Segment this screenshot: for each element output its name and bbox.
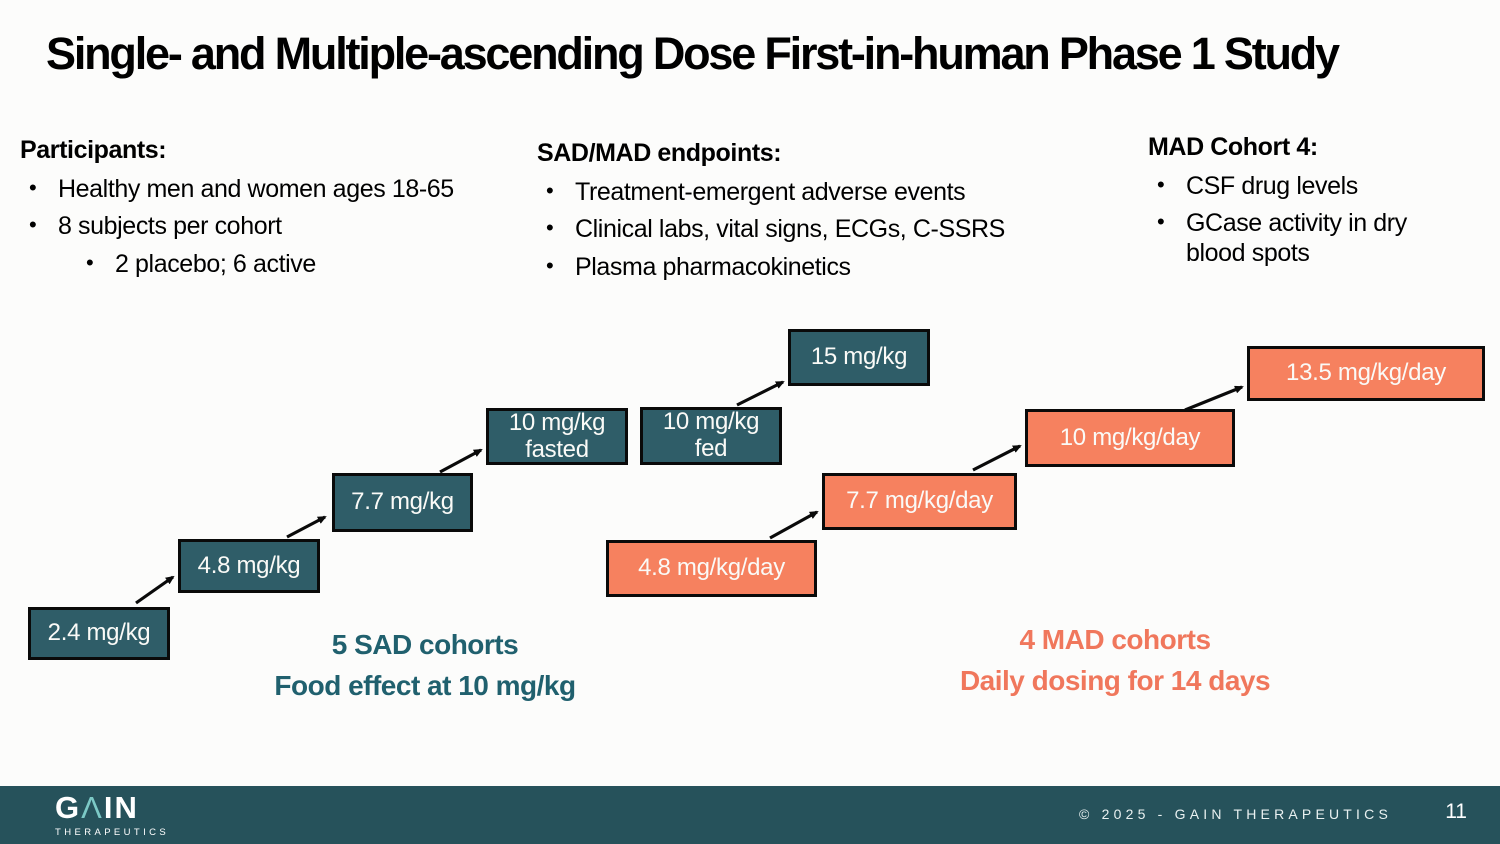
sad-caption-line2: Food effect at 10 mg/kg: [274, 670, 576, 701]
logo-letter-g: G: [55, 790, 82, 825]
sad-dose-box-4-8: 4.8 mg/kg: [178, 539, 320, 593]
sad-dose-box-7-7: 7.7 mg/kg: [332, 473, 473, 532]
escalation-arrow: [972, 444, 1022, 472]
page-number: 11: [1445, 800, 1467, 823]
copyright-text: © 2025 - GAIN THERAPEUTICS: [1079, 806, 1392, 822]
bullet-icon: •: [546, 215, 554, 240]
bullet-text: 2 placebo; 6 active: [115, 249, 316, 278]
bullet-icon: •: [29, 212, 37, 237]
dose-label: 7.7 mg/kg: [351, 488, 454, 516]
bullet-icon: •: [1157, 209, 1165, 234]
mad-cohort4-section: MAD Cohort 4: • CSF drug levels • GCase …: [1148, 133, 1453, 268]
list-item: • Plasma pharmacokinetics: [537, 253, 1082, 283]
list-item: • Treatment-emergent adverse events: [537, 178, 1082, 208]
bullet-text: Clinical labs, vital signs, ECGs, C-SSRS: [575, 215, 1005, 243]
gain-logo-word: GΛIN: [55, 792, 169, 823]
escalation-arrow: [1184, 385, 1244, 412]
dose-label: 10 mg/kg: [662, 408, 760, 436]
list-item: • GCase activity in dry blood spots: [1148, 209, 1453, 268]
dose-label: 4.8 mg/kg/day: [638, 554, 785, 582]
escalation-arrow: [286, 515, 327, 539]
sad-caption-line1: 5 SAD cohorts: [331, 629, 519, 660]
escalation-arrow: [439, 448, 483, 474]
bullet-icon: •: [546, 252, 554, 278]
list-item: • Healthy men and women ages 18-65: [20, 175, 525, 205]
dose-label-line2: fed: [694, 435, 728, 462]
logo-letters-in: IN: [103, 790, 139, 825]
participants-heading: Participants:: [20, 136, 167, 164]
slide-title: Single- and Multiple-ascending Dose Firs…: [46, 28, 1340, 79]
mad-caption-line2: Daily dosing for 14 days: [959, 665, 1271, 696]
list-item: • 8 subjects per cohort: [20, 212, 525, 242]
endpoints-heading: SAD/MAD endpoints:: [537, 139, 782, 167]
bullet-icon: •: [86, 249, 94, 275]
dose-label-line2: fasted: [525, 435, 589, 463]
mad-dose-box-13-5: 13.5 mg/kg/day: [1247, 346, 1485, 401]
participants-section: Participants: • Healthy men and women ag…: [20, 136, 525, 279]
mad-dose-box-4-8: 4.8 mg/kg/day: [606, 540, 817, 597]
gain-logo-subtitle: THERAPEUTICS: [55, 827, 170, 838]
dose-label: 2.4 mg/kg: [47, 619, 151, 647]
mad-cohort4-heading: MAD Cohort 4:: [1148, 133, 1318, 161]
escalation-arrow: [769, 510, 819, 540]
bullet-text: Plasma pharmacokinetics: [575, 252, 851, 281]
bullet-icon: •: [29, 174, 37, 200]
endpoints-section: SAD/MAD endpoints: • Treatment-emergent …: [537, 139, 1082, 282]
dose-label: 10 mg/kg/day: [1059, 423, 1201, 451]
bullet-text: 8 subjects per cohort: [58, 212, 282, 240]
bullet-text: Treatment-emergent adverse events: [575, 177, 966, 206]
sub-list-item: • 2 placebo; 6 active: [77, 250, 525, 280]
escalation-arrow: [736, 380, 785, 407]
sad-dose-box-15: 15 mg/kg: [788, 329, 930, 386]
mad-caption: 4 MAD cohorts Daily dosing for 14 days: [865, 619, 1365, 701]
dose-label: 7.7 mg/kg/day: [846, 487, 993, 515]
bullet-text: GCase activity in dry blood spots: [1186, 209, 1407, 267]
footer-bar: GΛIN THERAPEUTICS © 2025 - GAIN THERAPEU…: [0, 786, 1500, 844]
list-item: • Clinical labs, vital signs, ECGs, C-SS…: [537, 215, 1082, 245]
gain-logo: GΛIN THERAPEUTICS: [55, 792, 169, 838]
bullet-text: CSF drug levels: [1186, 171, 1358, 200]
mad-caption-line1: 4 MAD cohorts: [1019, 624, 1211, 655]
mad-dose-box-7-7: 7.7 mg/kg/day: [822, 473, 1017, 530]
sad-caption: 5 SAD cohorts Food effect at 10 mg/kg: [180, 624, 670, 706]
dose-label: 4.8 mg/kg: [197, 551, 301, 579]
bullet-text: Healthy men and women ages 18-65: [58, 174, 454, 203]
dose-label: 10 mg/kg: [508, 408, 606, 436]
escalation-arrow: [135, 575, 175, 605]
list-item: • CSF drug levels: [1148, 172, 1453, 202]
mad-dose-box-10: 10 mg/kg/day: [1025, 409, 1235, 467]
bullet-icon: •: [546, 177, 554, 203]
sad-dose-box-2-4: 2.4 mg/kg: [28, 607, 170, 660]
logo-letter-a-caret: Λ: [81, 790, 104, 825]
bullet-icon: •: [1157, 171, 1165, 197]
dose-label: 15 mg/kg: [810, 343, 908, 371]
dose-label: 13.5 mg/kg/day: [1286, 359, 1446, 387]
